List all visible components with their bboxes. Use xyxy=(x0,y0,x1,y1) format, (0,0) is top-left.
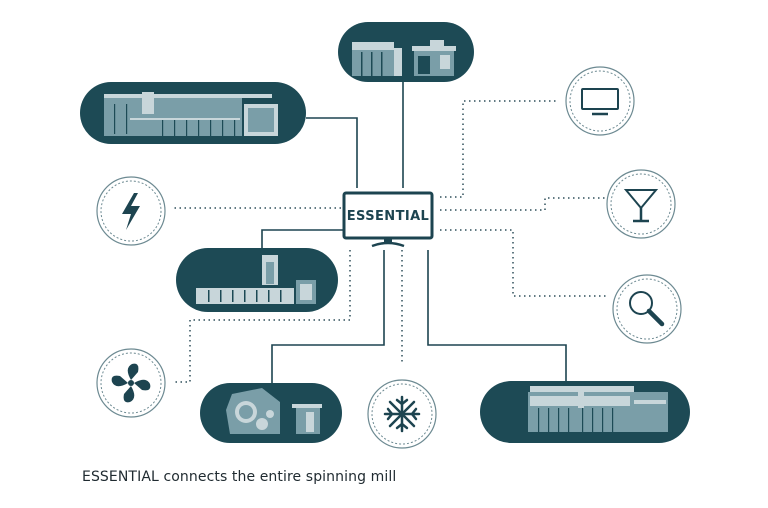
bottom-right-machine xyxy=(480,381,690,443)
magnifier-icon xyxy=(612,274,682,344)
icon-connectors xyxy=(172,100,608,383)
bottom-left-machine xyxy=(200,383,342,443)
top-machine xyxy=(338,22,474,82)
monitor-icon xyxy=(565,66,635,136)
machine-connectors xyxy=(261,80,567,383)
diagram-caption: ESSENTIAL connects the entire spinning m… xyxy=(82,469,397,485)
upper-left-machine xyxy=(80,82,306,144)
lightning-icon xyxy=(96,176,166,246)
hub-label: ESSENTIAL xyxy=(347,209,429,224)
fan-icon xyxy=(96,348,166,418)
middle-left-machine xyxy=(176,248,338,312)
essential-hub: ESSENTIAL xyxy=(342,191,434,248)
snowflake-icon xyxy=(367,379,437,449)
cocktail-glass-icon xyxy=(606,169,676,239)
